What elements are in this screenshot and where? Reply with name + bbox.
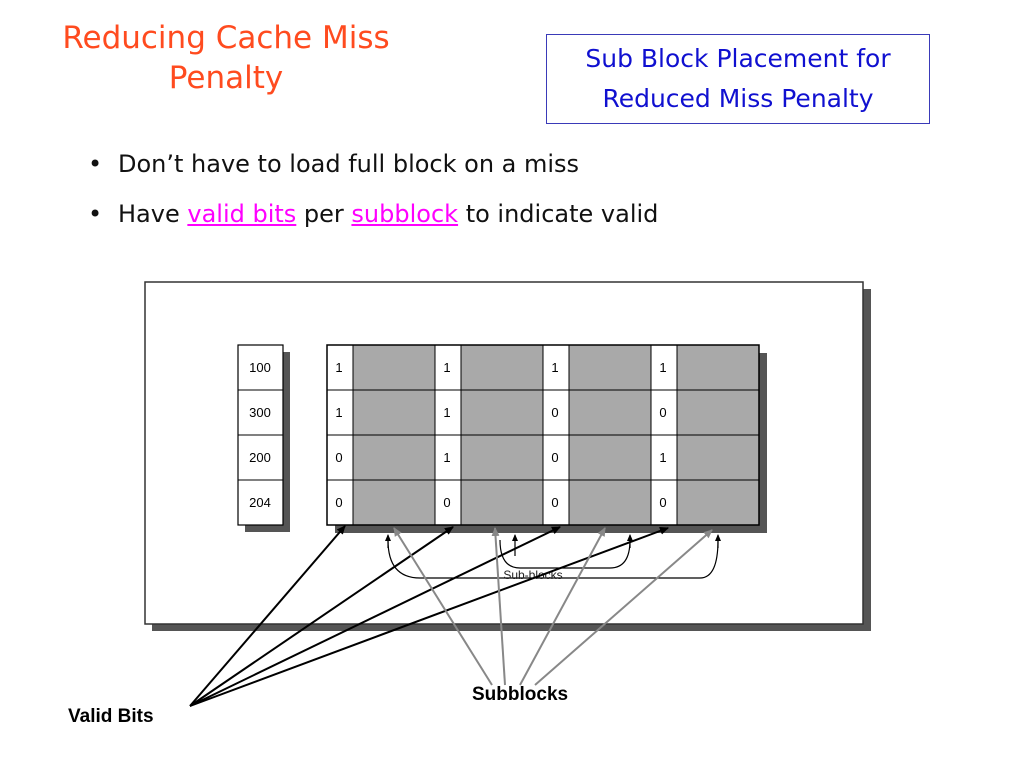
subblock-data-cell	[460, 344, 544, 391]
subblock-data-cell	[460, 389, 544, 436]
cache-block-grid: 1 1 1 1 1 1 0 0 0 1 0 1 0 0 0 0	[326, 344, 767, 533]
valid-bit: 0	[659, 405, 666, 420]
slide-title: Reducing Cache Miss Penalty	[62, 20, 390, 96]
subblock-data-cell	[568, 389, 652, 436]
valid-bit: 1	[659, 450, 666, 465]
subblock-data-cell	[352, 344, 436, 391]
valid-bit: 1	[551, 360, 558, 375]
subblock-data-cell	[676, 344, 760, 391]
tag-value: 200	[249, 450, 271, 465]
valid-bit: 1	[335, 360, 342, 375]
subblock-data-cell	[568, 434, 652, 481]
valid-bit: 0	[335, 450, 342, 465]
subblock-data-cell	[676, 389, 760, 436]
subblock-data-cell	[460, 479, 544, 526]
subblocks-callout: Subblocks	[472, 684, 569, 705]
tag-column: 100 300 200 204	[237, 344, 290, 532]
bullet-item-1: •Don’t have to load full block on a miss	[88, 142, 658, 192]
bullet-item-2: •Have valid bits per subblock to indicat…	[88, 192, 658, 242]
valid-bit: 1	[335, 405, 342, 420]
tag-value: 300	[249, 405, 271, 420]
subblock-brace: Sub-blocks	[385, 534, 721, 582]
valid-bit: 0	[551, 450, 558, 465]
subblock-data-cell	[460, 434, 544, 481]
valid-bit: 0	[335, 495, 342, 510]
subblock-data-cell	[352, 389, 436, 436]
subblocks-inner-label: Sub-blocks	[503, 568, 562, 582]
valid-bit: 1	[443, 405, 450, 420]
valid-bits-term: valid bits	[187, 200, 297, 228]
subblock-data-cell	[352, 479, 436, 526]
bullet-dot: •	[88, 150, 103, 178]
valid-bits-callout: Valid Bits	[68, 706, 154, 727]
subblock-data-cell	[568, 479, 652, 526]
valid-bit: 0	[659, 495, 666, 510]
valid-bit: 0	[551, 405, 558, 420]
bullet-list: •Don’t have to load full block on a miss…	[88, 142, 658, 242]
valid-bit: 1	[443, 450, 450, 465]
subtitle-box: Sub Block Placement for Reduced Miss Pen…	[546, 34, 930, 124]
bullet-dot: •	[88, 200, 103, 228]
valid-bit: 1	[659, 360, 666, 375]
subblock-term: subblock	[351, 200, 459, 228]
valid-bit: 0	[443, 495, 450, 510]
subblock-data-cell	[676, 479, 760, 526]
valid-bit: 0	[551, 495, 558, 510]
subblock-data-cell	[568, 344, 652, 391]
subblocks-arrows	[393, 527, 713, 686]
valid-bit: 1	[443, 360, 450, 375]
subblock-data-cell	[352, 434, 436, 481]
subblock-data-cell	[676, 434, 760, 481]
tag-value: 100	[249, 360, 271, 375]
tag-value: 204	[249, 495, 271, 510]
